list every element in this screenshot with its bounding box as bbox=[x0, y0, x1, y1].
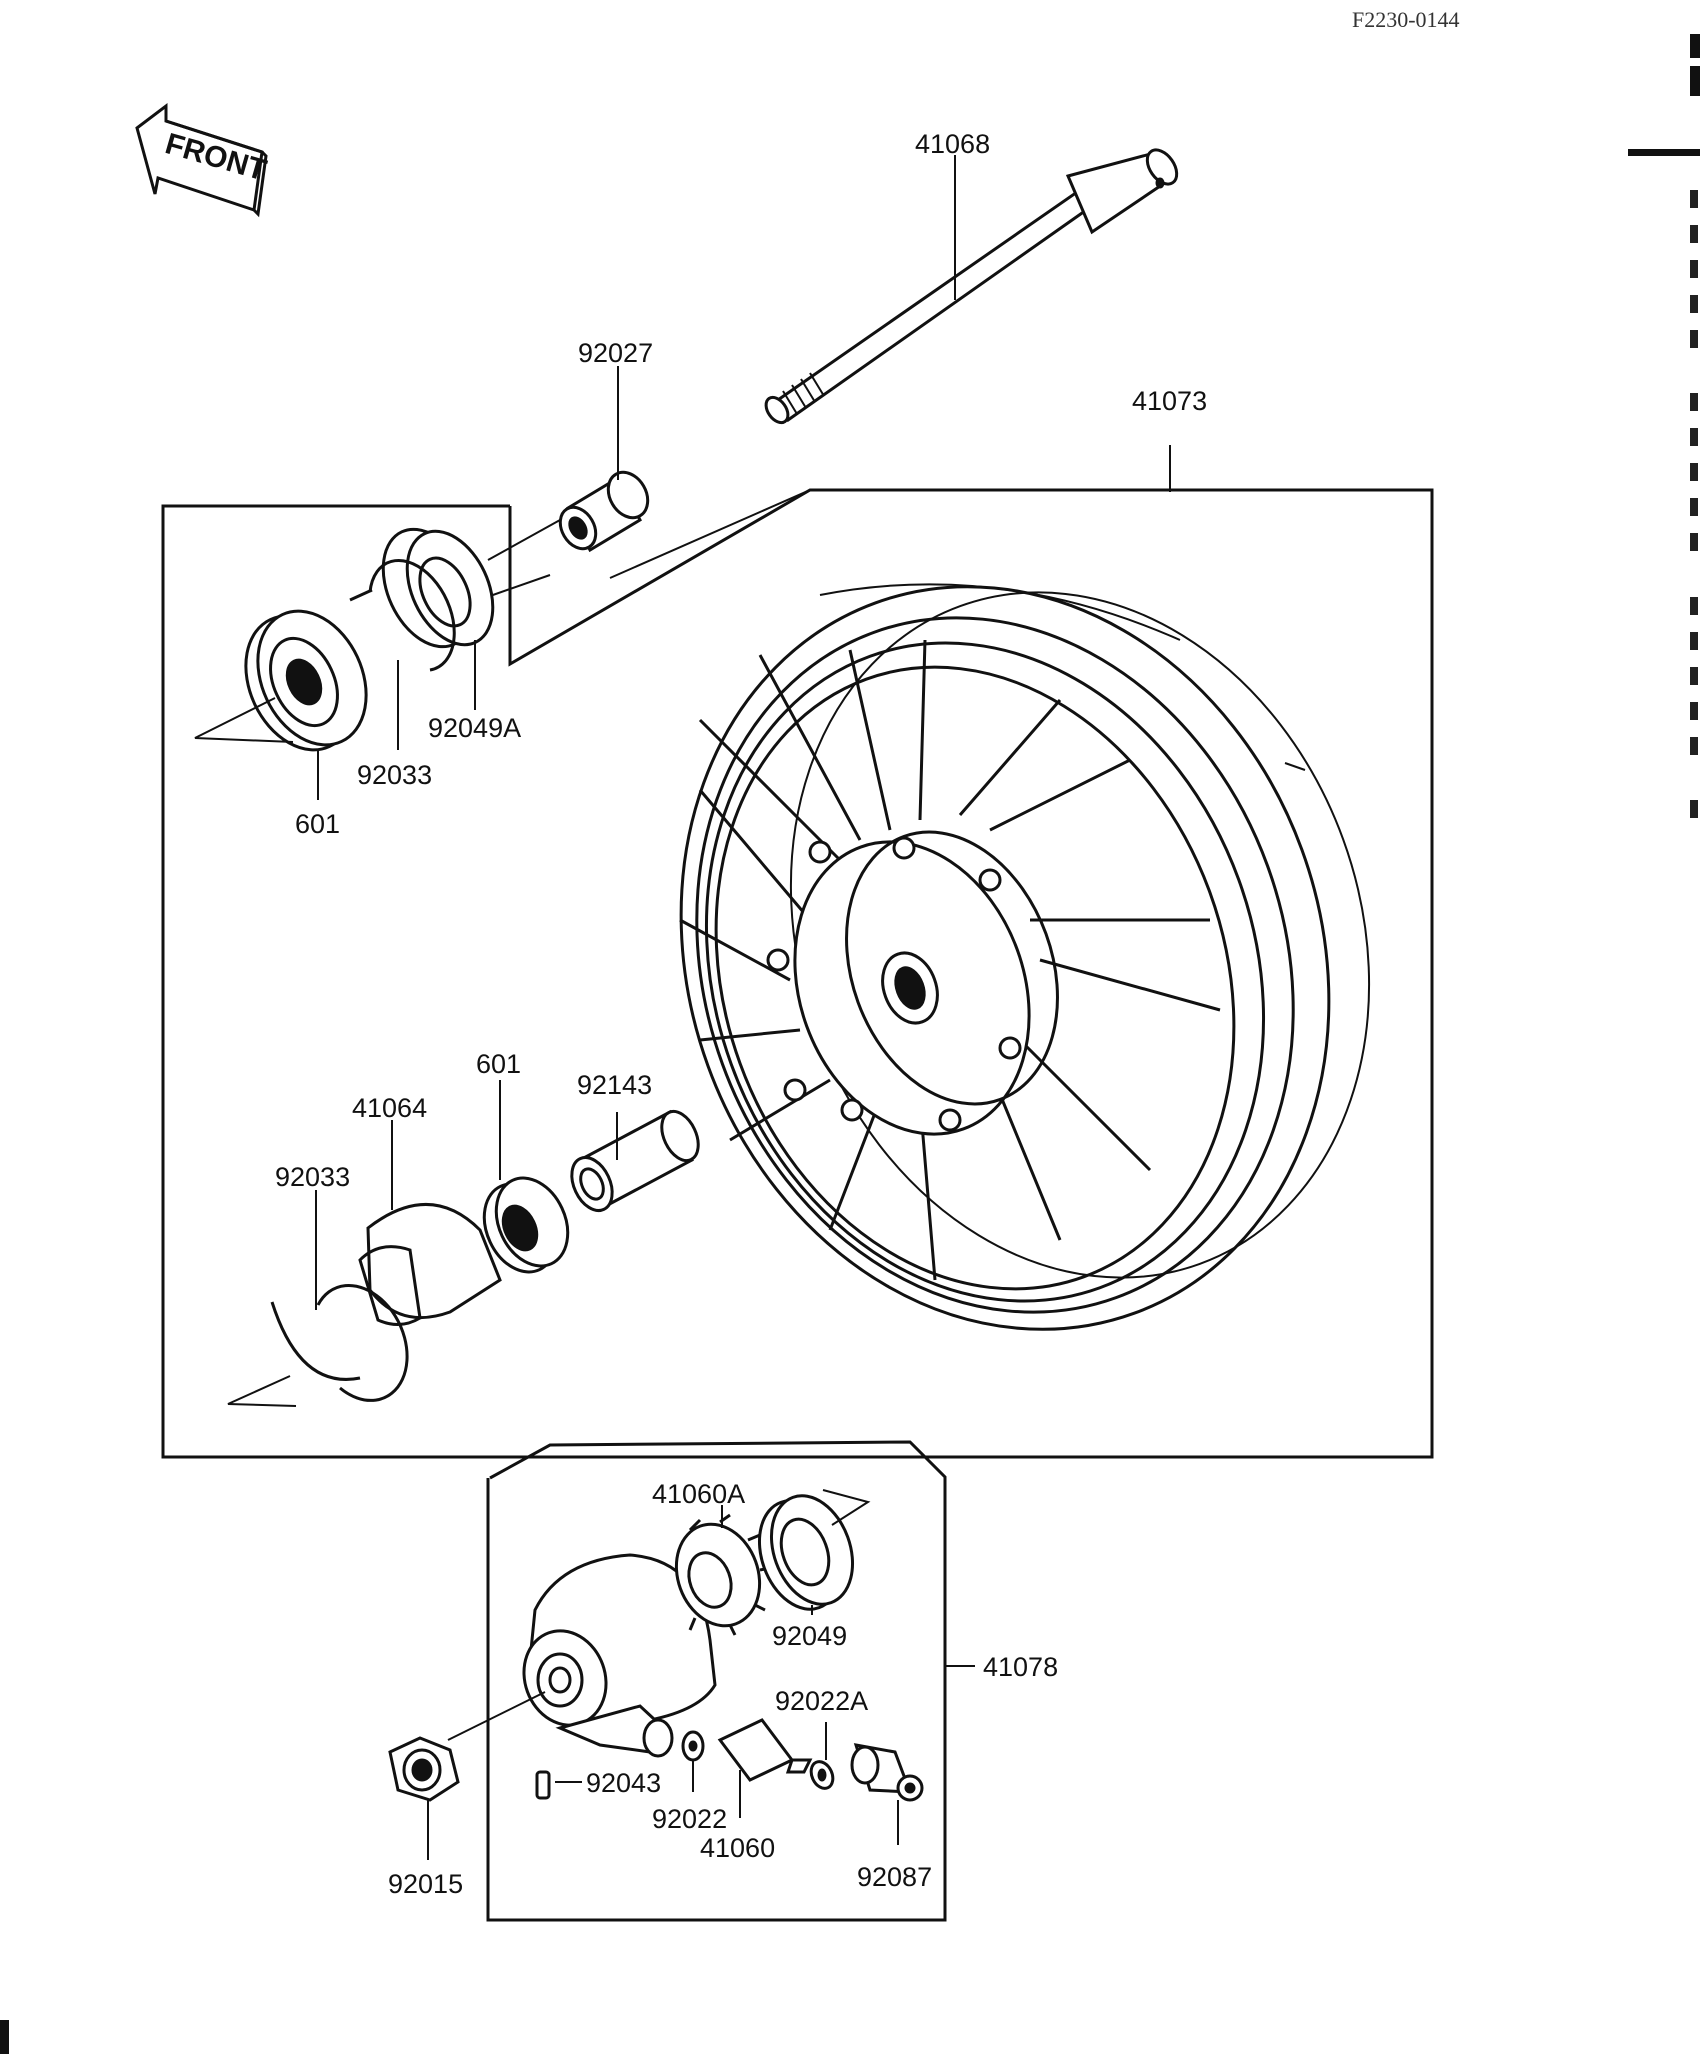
callout-601-top: 601 bbox=[295, 809, 340, 839]
callout-41073: 41073 bbox=[1132, 386, 1207, 416]
callout-41060A: 41060A bbox=[652, 1479, 745, 1509]
meter-gear-frame-41078 bbox=[486, 1440, 975, 1922]
washer-92022 bbox=[681, 1730, 705, 1792]
cover-41064 bbox=[358, 1120, 502, 1326]
collar-92027 bbox=[558, 366, 650, 553]
callout-92015: 92015 bbox=[388, 1869, 463, 1899]
callout-92022: 92022 bbox=[652, 1804, 727, 1834]
callout-92043: 92043 bbox=[586, 1768, 661, 1798]
wheel-frame-41073 bbox=[161, 445, 1434, 1459]
front-arrow-icon: FRONT bbox=[135, 102, 270, 218]
nut-92015 bbox=[388, 1691, 546, 1860]
bearing-601-mid bbox=[482, 1080, 570, 1274]
bushing-92087 bbox=[850, 1743, 924, 1845]
pinion-41060 bbox=[717, 1718, 813, 1818]
callout-41060: 41060 bbox=[700, 1833, 775, 1863]
callout-92027: 92027 bbox=[578, 338, 653, 368]
callout-92022A: 92022A bbox=[775, 1686, 868, 1716]
pin-92043 bbox=[535, 1770, 582, 1800]
oil-seal-92049A bbox=[381, 519, 561, 710]
callout-92143: 92143 bbox=[577, 1070, 652, 1100]
bearing-601-top bbox=[194, 609, 368, 800]
callout-92049A: 92049A bbox=[428, 713, 521, 743]
circlip-92033-mid bbox=[227, 1190, 409, 1407]
callout-41068: 41068 bbox=[915, 129, 990, 159]
spacer-92143 bbox=[570, 1109, 700, 1212]
callout-92033-top: 92033 bbox=[357, 760, 432, 790]
clipped-parts-list bbox=[1628, 34, 1700, 818]
gear-41060A bbox=[674, 1505, 771, 1636]
callout-92049: 92049 bbox=[772, 1621, 847, 1651]
oil-seal-92049 bbox=[757, 1489, 871, 1615]
callout-41064: 41064 bbox=[352, 1093, 427, 1123]
housing bbox=[522, 1553, 717, 1758]
callout-601-mid: 601 bbox=[476, 1049, 521, 1079]
wheel bbox=[679, 583, 1371, 1331]
washer-92022A bbox=[809, 1722, 835, 1790]
callout-41078: 41078 bbox=[983, 1652, 1058, 1682]
edge-mark bbox=[0, 2020, 9, 2054]
circlip-92033-top bbox=[349, 558, 456, 750]
callout-92033-mid: 92033 bbox=[275, 1162, 350, 1192]
axle-41068 bbox=[764, 148, 1179, 425]
callout-92087: 92087 bbox=[857, 1862, 932, 1892]
figure-code: F2230-0144 bbox=[1352, 7, 1460, 32]
